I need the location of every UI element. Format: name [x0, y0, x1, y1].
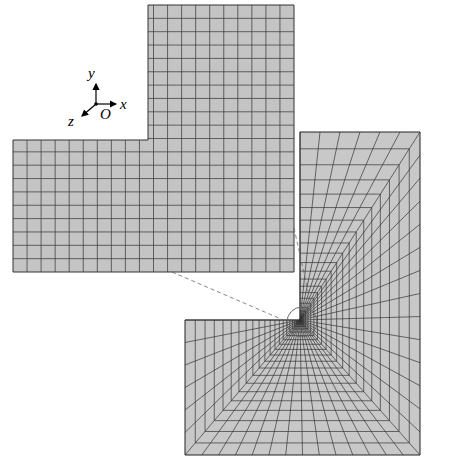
mesh-line: [13, 245, 294, 246]
mesh-line: [300, 224, 420, 320]
mesh-line: [185, 320, 300, 365]
axis-triad: [82, 84, 116, 116]
origin-dot: [94, 102, 98, 106]
mesh-line: [13, 258, 294, 259]
mesh-line: [300, 132, 360, 320]
mesh-line: [300, 132, 420, 320]
mesh-line: [300, 132, 301, 320]
mesh-line: [300, 320, 386, 455]
mesh-line: [13, 85, 294, 86]
mesh-line: [13, 125, 294, 126]
inset-domain: [13, 5, 294, 272]
mesh-line: [300, 317, 420, 320]
mesh-ring: [275, 279, 326, 349]
mesh-line: [13, 231, 294, 232]
axis-label: x: [120, 97, 127, 112]
mesh-line: [300, 294, 420, 321]
mesh-line: [300, 132, 340, 320]
mesh-line: [13, 178, 294, 179]
axis-label: z: [68, 114, 74, 129]
mesh-ring: [296, 314, 303, 324]
mesh-line: [300, 178, 420, 320]
mesh-line: [185, 320, 300, 388]
mesh-line: [300, 201, 420, 320]
mesh-line: [13, 18, 294, 19]
mesh-line: [300, 320, 370, 455]
mesh-ring: [246, 232, 356, 383]
mesh-ring: [283, 293, 317, 340]
mesh-ring: [223, 194, 380, 410]
mesh-line: [300, 320, 420, 409]
mesh-line: [13, 71, 294, 72]
mesh-line: [300, 132, 320, 320]
mesh-line: [13, 111, 294, 112]
zoom-leader: [294, 228, 312, 309]
mesh-line: [300, 320, 420, 432]
mesh-ring: [239, 220, 364, 392]
mesh-line: [300, 132, 400, 320]
main-grid: [185, 132, 420, 455]
zoom-circle: [287, 307, 317, 337]
mesh-line: [300, 270, 420, 320]
mesh-ring: [299, 319, 300, 320]
mesh-ring: [292, 308, 308, 329]
mesh-ring: [287, 298, 314, 335]
mesh-ring: [270, 271, 331, 355]
mesh-ring: [195, 149, 409, 443]
mesh-ring: [300, 319, 301, 320]
mesh-line: [13, 151, 294, 152]
mesh-ring: [299, 318, 301, 321]
mesh-line: [300, 320, 336, 455]
mesh-ring: [298, 316, 303, 322]
mesh-line: [300, 247, 420, 320]
mesh-line: [300, 320, 420, 363]
mesh-line: [13, 45, 294, 46]
mesh-line: [202, 320, 300, 455]
inset-grid: [13, 5, 294, 272]
mesh-line: [13, 218, 294, 219]
mesh-line: [13, 205, 294, 206]
mesh-line: [13, 165, 294, 166]
mesh-line: [13, 98, 294, 99]
mesh-ring: [295, 311, 306, 326]
mesh-line: [300, 320, 420, 455]
axis-label: y: [88, 66, 95, 81]
mesh-ring: [214, 180, 389, 421]
mesh-line: [300, 320, 403, 455]
mesh-ring: [231, 208, 372, 401]
mesh-line: [185, 320, 300, 410]
mesh-line: [13, 191, 294, 192]
mesh-line: [185, 320, 300, 455]
mesh-line: [300, 320, 319, 455]
mesh-ring: [253, 243, 349, 375]
zoom-leader: [172, 272, 288, 322]
mesh-line: [13, 58, 294, 59]
mesh-line: [300, 320, 303, 455]
mesh-ring: [259, 253, 343, 368]
mesh-ring: [265, 263, 337, 362]
mesh-line: [13, 31, 294, 32]
mesh-line: [13, 138, 294, 139]
mesh-line: [235, 320, 300, 455]
mesh-ring: [279, 286, 321, 344]
axis-label: O: [100, 107, 111, 122]
mesh-line: [185, 320, 300, 433]
mesh-line: [185, 320, 300, 343]
mesh-ring: [205, 165, 399, 432]
main-domain: [185, 132, 420, 455]
